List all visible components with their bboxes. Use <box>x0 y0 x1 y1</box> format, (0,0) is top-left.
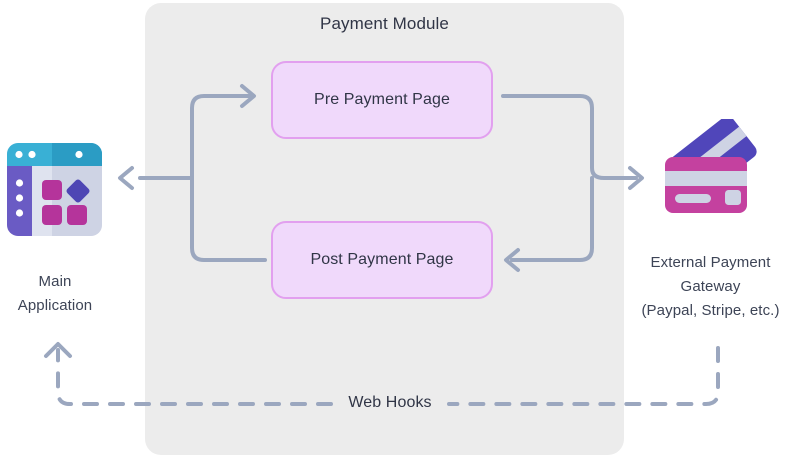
arrowhead-webhook-to-main-application <box>44 342 72 358</box>
external-gateway-label-line2: Gateway <box>680 278 741 295</box>
payment-module-title: Payment Module <box>320 14 449 33</box>
arrowhead-to-main-application <box>118 166 134 190</box>
external-gateway-label-line3: (Paypal, Stripe, etc.) <box>641 302 780 319</box>
webhooks-label: Web Hooks <box>348 394 432 411</box>
credit-cards-icon <box>665 116 757 213</box>
arrowhead-to-gateway <box>628 166 644 190</box>
external-gateway-label-line1: External Payment <box>650 254 771 271</box>
pre-payment-page-box[interactable]: Pre Payment Page <box>271 61 493 139</box>
post-payment-page-label: Post Payment Page <box>310 251 454 268</box>
main-application-caption: Main Application <box>0 270 110 318</box>
main-application-node[interactable] <box>7 143 102 236</box>
main-application-label-line1: Main <box>38 273 72 290</box>
post-payment-page-box[interactable]: Post Payment Page <box>271 221 493 299</box>
application-window-icon <box>7 143 102 236</box>
external-gateway-caption: External Payment Gateway (Paypal, Stripe… <box>622 251 799 323</box>
external-gateway-node[interactable] <box>663 116 768 219</box>
main-application-label-line2: Application <box>17 297 93 314</box>
pre-payment-page-label: Pre Payment Page <box>314 91 450 108</box>
